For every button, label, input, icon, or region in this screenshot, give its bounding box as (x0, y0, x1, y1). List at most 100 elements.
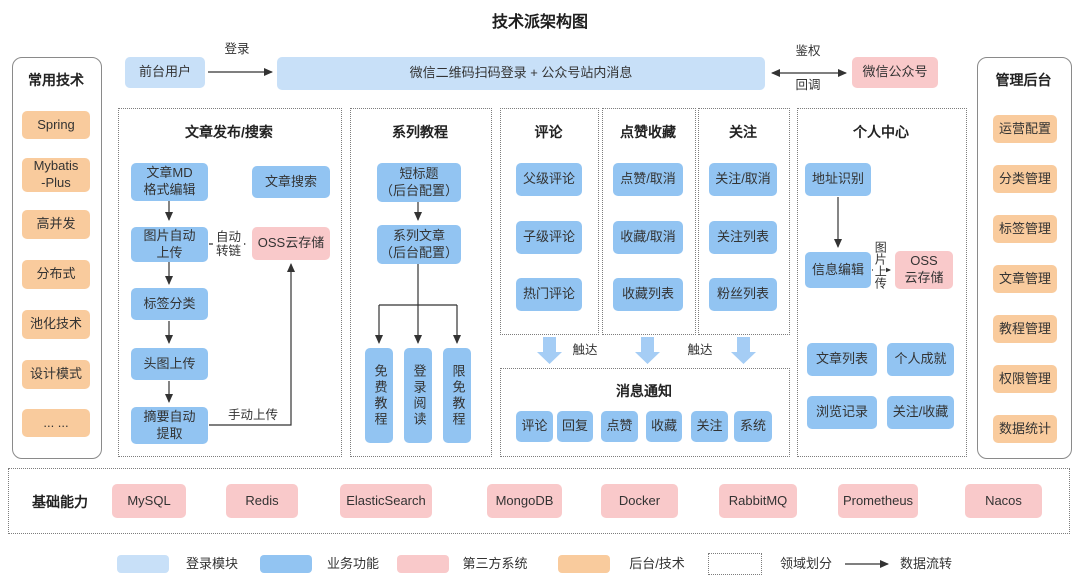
article-tag-category-node: 标签分类 (131, 288, 208, 320)
base-prometheus-node: Prometheus (838, 484, 918, 518)
legend-domain-label: 领域划分 (778, 556, 834, 572)
personal-section-title: 个人中心 (853, 124, 909, 140)
personal-section-border (797, 108, 967, 457)
legend-thirdparty-swatch (397, 555, 449, 573)
tech-item-mybatis: Mybatis -Plus (22, 158, 90, 192)
page-title: 技术派架构图 (491, 14, 588, 31)
like-toggle-node: 点赞/取消 (613, 163, 683, 196)
wechat-official-node: 微信公众号 (852, 57, 938, 88)
like-section-border (602, 108, 696, 335)
article-search-node: 文章搜索 (252, 166, 330, 198)
legend-business-label: 业务功能 (325, 556, 381, 572)
common-tech-title: 常用技术 (28, 72, 84, 88)
article-list-node: 文章列表 (807, 343, 877, 376)
login-arrow-label: 登录 (221, 42, 253, 57)
address-recognition-node: 地址识别 (805, 163, 871, 196)
legend-business-swatch (260, 555, 312, 573)
admin-item-permission: 权限管理 (993, 365, 1057, 393)
tutorial-series-node: 系列文章 （后台配置） (377, 225, 461, 264)
fans-list-node: 粉丝列表 (709, 278, 777, 311)
tutorial-free-node: 免费教程 (365, 348, 393, 443)
article-head-img-node: 头图上传 (131, 348, 208, 380)
comment-parent-node: 父级评论 (516, 163, 582, 196)
legend-thirdparty-label: 第三方系统 (461, 556, 529, 572)
reach-label-1: 触达 (572, 343, 598, 357)
base-elasticsearch-node: ElasticSearch (340, 484, 432, 518)
collect-list-node: 收藏列表 (613, 278, 683, 311)
comment-hot-node: 热门评论 (516, 278, 582, 311)
legend-login-swatch (117, 555, 169, 573)
auth-label: 鉴权 (792, 44, 824, 59)
comment-section-title: 评论 (534, 124, 563, 140)
personal-oss-node: OSS 云存储 (895, 251, 953, 289)
tutorial-section-border (350, 108, 492, 457)
base-mongodb-node: MongoDB (487, 484, 562, 518)
tutorial-limited-free-node: 限免教程 (443, 348, 471, 443)
front-user-node: 前台用户 (125, 57, 205, 88)
tutorial-section-title: 系列教程 (392, 124, 448, 140)
base-docker-node: Docker (601, 484, 678, 518)
base-section-border (8, 468, 1070, 534)
admin-item-tutorial: 教程管理 (993, 315, 1057, 343)
tech-item-pooling: 池化技术 (22, 310, 90, 339)
tutorial-short-title-node: 短标题 （后台配置） (377, 163, 461, 202)
reach-arrow-follow (731, 337, 756, 364)
legend-backend-label: 后台/技术 (626, 556, 688, 572)
reach-arrow-comment (537, 337, 562, 364)
admin-item-category: 分类管理 (993, 165, 1057, 193)
article-oss-node: OSS云存储 (252, 227, 330, 260)
tech-item-distributed: 分布式 (22, 260, 90, 289)
wechat-login-node: 微信二维码扫码登录 + 公众号站内消息 (277, 57, 765, 90)
base-redis-node: Redis (226, 484, 298, 518)
msg-comment-node: 评论 (516, 411, 553, 442)
admin-panel-title: 管理后台 (995, 72, 1052, 88)
tutorial-login-read-node: 登录阅读 (404, 348, 432, 443)
history-node: 浏览记录 (807, 396, 877, 429)
article-section-title: 文章发布/搜索 (185, 124, 273, 140)
article-md-edit-node: 文章MD 格式编辑 (131, 163, 208, 201)
legend-domain-swatch (708, 553, 762, 575)
legend-backend-swatch (558, 555, 610, 573)
admin-item-operation: 运营配置 (993, 115, 1057, 143)
base-rabbitmq-node: RabbitMQ (719, 484, 797, 518)
tech-item-spring: Spring (22, 111, 90, 139)
follow-list-node: 关注列表 (709, 221, 777, 254)
msg-collect-node: 收藏 (646, 411, 682, 442)
msg-system-node: 系统 (734, 411, 772, 442)
msg-follow-node: 关注 (691, 411, 728, 442)
base-section-title: 基础能力 (32, 494, 88, 510)
msg-like-node: 点赞 (601, 411, 638, 442)
admin-item-tag: 标签管理 (993, 215, 1057, 243)
article-summary-node: 摘要自动 提取 (131, 407, 208, 444)
manual-upload-label: 手动上传 (226, 408, 280, 423)
tech-item-design-pattern: 设计模式 (22, 360, 90, 389)
admin-item-article: 文章管理 (993, 265, 1057, 293)
article-img-upload-node: 图片自动 上传 (131, 227, 208, 262)
msg-reply-node: 回复 (557, 411, 593, 442)
comment-child-node: 子级评论 (516, 221, 582, 254)
comment-section-border (500, 108, 599, 335)
base-mysql-node: MySQL (112, 484, 186, 518)
collect-toggle-node: 收藏/取消 (613, 221, 683, 254)
message-section-border (500, 368, 790, 457)
img-upload-label: 图片上传 (873, 241, 888, 289)
follow-toggle-node: 关注/取消 (709, 163, 777, 196)
reach-label-2: 触达 (687, 343, 713, 357)
article-section-border (118, 108, 342, 457)
base-nacos-node: Nacos (965, 484, 1042, 518)
legend-dataflow-label: 数据流转 (898, 556, 954, 572)
info-edit-node: 信息编辑 (805, 252, 871, 288)
reach-arrow-like (635, 337, 660, 364)
legend-login-label: 登录模块 (184, 556, 240, 572)
callback-label: 回调 (792, 78, 824, 93)
admin-item-statistics: 数据统计 (993, 415, 1057, 443)
auto-link-label: 自动 转链 (213, 230, 244, 259)
follow-section-border (698, 108, 790, 335)
tech-item-concurrency: 高并发 (22, 210, 90, 239)
achievement-node: 个人成就 (887, 343, 954, 376)
like-section-title: 点赞收藏 (620, 124, 676, 140)
follow-section-title: 关注 (729, 124, 757, 140)
follow-collect-node: 关注/收藏 (887, 396, 954, 429)
tech-item-more: ... ... (22, 409, 90, 437)
